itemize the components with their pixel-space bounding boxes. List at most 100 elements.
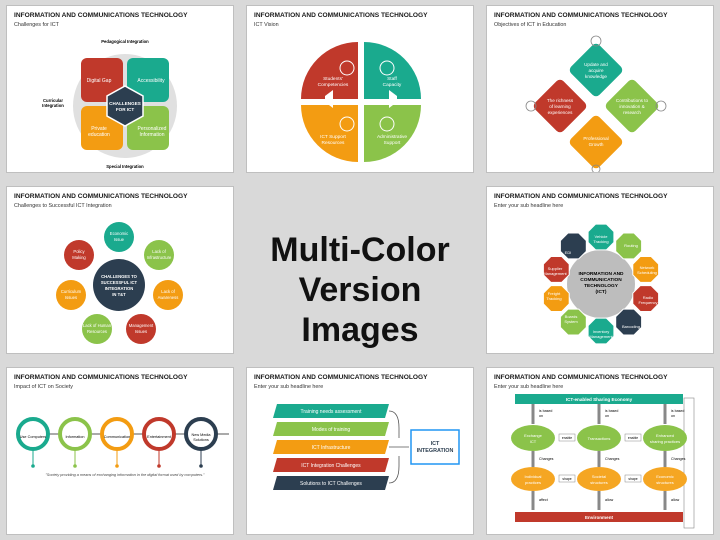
allow-label-2: allow [671, 498, 680, 502]
o1-label-a: Individual [525, 474, 542, 479]
c5-label-a: Lack of Human [83, 323, 112, 328]
on-label-2: on [605, 414, 609, 418]
o6-label: Barcoding [622, 324, 640, 329]
allow-label-1: allow [605, 498, 614, 502]
slide-thumb-sharing-economy[interactable]: INFORMATION AND COMMUNICATIONS TECHNOLOG… [486, 367, 714, 535]
integration-cluster-diagram: Economic Issue Lack of Infrastructure La… [56, 222, 183, 344]
q2-label-b: Capacity [383, 82, 402, 88]
slide-subtitle: Enter your sub headline here [494, 384, 564, 390]
center-label-a: CHALLENGES TO [101, 274, 137, 279]
q4-label-a: Administrative [377, 134, 407, 140]
support-icon [379, 116, 395, 132]
slide-title: INFORMATION AND COMMUNICATIONS TECHNOLOG… [494, 193, 668, 200]
o3-label-b: structures [656, 480, 674, 485]
o5-label-a: Radio [643, 295, 654, 300]
i3-label: Communication [104, 435, 130, 439]
ring-octagon [615, 308, 643, 336]
q1-label-a: Students' [323, 76, 343, 82]
slide-subtitle: Challenges to Successful ICT Integration [14, 203, 112, 209]
q3-label-a: Private [91, 126, 107, 132]
headline-line-2: Version Images [298, 271, 422, 349]
i1-label: Use Computers [20, 435, 46, 439]
ring-octagon [587, 223, 615, 251]
center-label-c: INTEGRATION [105, 286, 134, 291]
slide-thumb-impact-society[interactable]: INFORMATION AND COMMUNICATIONS TECHNOLOG… [6, 367, 234, 535]
based-label-2: is based [605, 409, 618, 413]
sharing-economy-flow: ICT-enabled Sharing Economy is based on … [511, 394, 695, 529]
q2-label: Accessibility [137, 78, 165, 84]
c2-label-a: Lack of [152, 249, 166, 254]
o7-label-b: Management [589, 334, 613, 339]
challenges-quadrant-diagram: Pedagogical Integration Curricular Integ… [42, 39, 177, 169]
c6-label-a: Curriculum [61, 289, 82, 294]
q2-label-a: Staff [387, 76, 397, 82]
o9-label-a: Freight [548, 291, 561, 296]
c6-label-b: Issues [65, 295, 77, 300]
slide-thumb-objectives[interactable]: INFORMATION AND COMMUNICATIONS TECHNOLOG… [486, 5, 714, 173]
ring-octagon [615, 232, 643, 260]
affect-label-1: affect [539, 498, 548, 502]
c5-label-b: Resources [87, 329, 107, 334]
b1-label-b: ICT [530, 439, 537, 444]
c3-label-b: Awareness [158, 295, 179, 300]
slide-thumb-ict-vision[interactable]: INFORMATION AND COMMUNICATIONS TECHNOLOG… [246, 5, 474, 173]
label-top: Pedagogical Integration [101, 39, 149, 44]
bottom-banner: Environment [585, 515, 614, 520]
d2-label-b: of learning [549, 104, 571, 109]
q4-label-b: Information [139, 132, 164, 138]
on-label-1: on [539, 414, 543, 418]
d1-label-a: Update and [584, 62, 608, 67]
o2-label-b: structures [590, 480, 608, 485]
i5-label-a: New Media [192, 433, 212, 437]
o8-label-b: System [564, 319, 578, 324]
b3-label-a: Enhanced [656, 433, 674, 438]
slide-title: INFORMATION AND COMMUNICATIONS TECHNOLOG… [254, 12, 428, 19]
enable-label-1: enable [562, 436, 572, 440]
c1-label-a: Economic [110, 231, 128, 236]
q1-label-b: Competencies [318, 82, 349, 88]
q4-label-a: Personalized [138, 126, 167, 132]
o8-label-a: Boards [565, 314, 578, 319]
c7-label-a: Policy [73, 249, 85, 254]
o2-label-b: Tracking [593, 239, 608, 244]
q3-label-b: education [88, 132, 110, 138]
slide-thumb-challenges-for-ict[interactable]: INFORMATION AND COMMUNICATIONS TECHNOLOG… [6, 5, 234, 173]
slide-subtitle: ICT Vision [254, 22, 279, 28]
ict-ring-diagram: INFORMATION AND COMMUNICATION TECHNOLOGY… [542, 223, 660, 345]
center-label-c: TECHNOLOGY [584, 283, 619, 289]
d2-label-a: The richness [547, 98, 574, 103]
growth-icon [591, 164, 601, 172]
o1-label: EDI [565, 250, 572, 255]
slide-subtitle: Impact of ICT on Society [14, 384, 73, 390]
c1-label-b: Issue [114, 237, 125, 242]
c3-label-a: Lack of [161, 289, 175, 294]
slide-subtitle: Enter your sub headline here [254, 384, 324, 390]
box-label-b: INTEGRATION [417, 448, 454, 454]
changes-label-3: Changes [671, 457, 686, 461]
slide-thumb-ict-octagon[interactable]: INFORMATION AND COMMUNICATIONS TECHNOLOG… [486, 186, 714, 354]
slide-subtitle: Challenges for ICT [14, 22, 59, 28]
center-label-a: CHALLENGES [109, 101, 141, 106]
slide-title: INFORMATION AND COMMUNICATIONS TECHNOLOG… [254, 374, 428, 381]
d3-label-b: innovation & [619, 104, 644, 109]
on-label-3: on [671, 414, 675, 418]
slide-subtitle: Objectives of ICT in Education [494, 22, 567, 28]
center-label-d: (ICT) [596, 289, 607, 295]
o3-label: Routing [624, 243, 638, 248]
slide-title: INFORMATION AND COMMUNICATIONS TECHNOLOG… [494, 374, 668, 381]
ring-octagon [559, 232, 587, 260]
r3-label: ICT Infrastructure [312, 445, 351, 451]
q1-label: Digital Gap [87, 78, 112, 84]
q3-label-a: ICT Support [320, 134, 346, 140]
ring-octagon [587, 317, 615, 345]
research-icon [655, 100, 667, 112]
slide-title: INFORMATION AND COMMUNICATIONS TECHNOLOG… [494, 12, 668, 19]
o3-label-a: Economic [656, 474, 674, 479]
impact-timeline-diagram: Use Computers Information Communication … [16, 417, 229, 477]
slide-thumb-ict-integration[interactable]: INFORMATION AND COMMUNICATIONS TECHNOLOG… [246, 367, 474, 535]
label-left2: Integration [42, 103, 64, 108]
r4-label: ICT Integration Challenges [301, 463, 361, 469]
i4-label: Entertainment [147, 435, 172, 439]
slide-thumb-challenges-integration[interactable]: INFORMATION AND COMMUNICATIONS TECHNOLOG… [6, 186, 234, 354]
o10-label-a: Supplier [548, 266, 563, 271]
